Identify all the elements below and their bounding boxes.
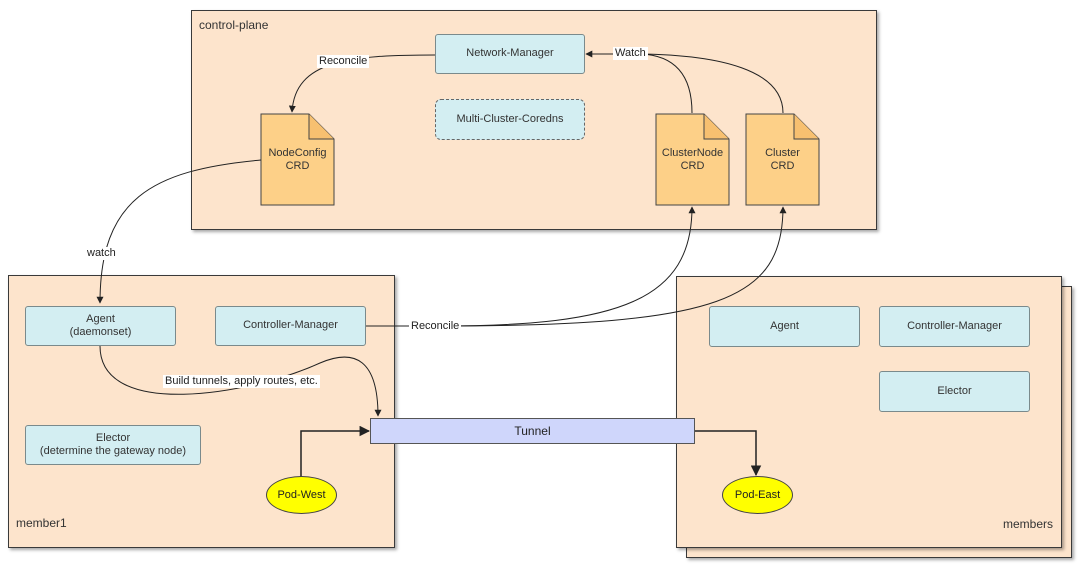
- watch-edge-clusternode: [639, 53, 693, 114]
- nodeconfig-crd: NodeConfig CRD: [261, 140, 334, 180]
- member1-agent-box: Agent (daemonset): [25, 306, 176, 346]
- pod-west: Pod-West: [266, 476, 337, 514]
- members-elector-box: Elector: [879, 371, 1030, 412]
- pod-east: Pod-East: [722, 476, 793, 514]
- watch-top-label: Watch: [613, 47, 648, 60]
- nodeconfig-crd-line1: NodeConfig: [268, 146, 327, 159]
- reconcile-top-label: Reconcile: [317, 55, 370, 68]
- clusternode-crd-line2: CRD: [680, 160, 705, 172]
- member1-elector-box: Elector (determine the gateway node): [25, 425, 201, 465]
- reconcile-mid-label: Reconcile: [409, 320, 462, 333]
- pod-east-edge: [695, 430, 762, 477]
- reconcile-edge-clusternode: [366, 206, 696, 327]
- pod-east-label: Pod-East: [734, 489, 781, 501]
- cluster-crd: Cluster CRD: [746, 140, 819, 180]
- clusternode-crd-line1: ClusterNode: [661, 146, 724, 159]
- reconcile-edge-cluster: [439, 206, 787, 327]
- watch-edge-agent: [96, 159, 262, 304]
- network-manager-box: Network-Manager: [435, 34, 585, 74]
- watch-left-label: watch: [85, 247, 118, 260]
- member1-label: member1: [16, 516, 67, 530]
- multi-cluster-coredns-label: Multi-Cluster-Coredns: [456, 112, 564, 125]
- pod-west-edge: [300, 425, 371, 477]
- members-agent-box: Agent: [709, 306, 860, 347]
- member1-elector-line2: (determine the gateway node): [39, 445, 187, 457]
- tunnel-bar: Tunnel: [370, 418, 695, 444]
- member1-agent-line1: Agent: [86, 312, 115, 325]
- multi-cluster-coredns-box: Multi-Cluster-Coredns: [435, 99, 585, 140]
- members-label: members: [1002, 517, 1053, 531]
- members-controller-manager-label: Controller-Manager: [907, 319, 1002, 332]
- pod-west-label: Pod-West: [277, 489, 326, 501]
- network-manager-label: Network-Manager: [466, 47, 554, 60]
- clusternode-crd: ClusterNode CRD: [656, 140, 729, 180]
- control-plane-label: control-plane: [199, 18, 269, 32]
- watch-edge-cluster: [585, 50, 784, 114]
- members-controller-manager-box: Controller-Manager: [879, 306, 1030, 347]
- member1-controller-manager-label: Controller-Manager: [243, 319, 338, 332]
- member1-elector-line1: Elector: [95, 431, 131, 444]
- member1-agent-line2: (daemonset): [69, 326, 132, 338]
- cluster-crd-line2: CRD: [770, 160, 795, 172]
- member1-controller-manager-box: Controller-Manager: [215, 306, 366, 346]
- cluster-crd-line1: Cluster: [765, 146, 800, 159]
- tunnel-label: Tunnel: [514, 424, 551, 438]
- members-agent-label: Agent: [770, 319, 799, 332]
- build-tunnels-label: Build tunnels, apply routes, etc.: [163, 375, 320, 388]
- nodeconfig-crd-line2: CRD: [285, 160, 310, 172]
- members-elector-label: Elector: [937, 384, 972, 397]
